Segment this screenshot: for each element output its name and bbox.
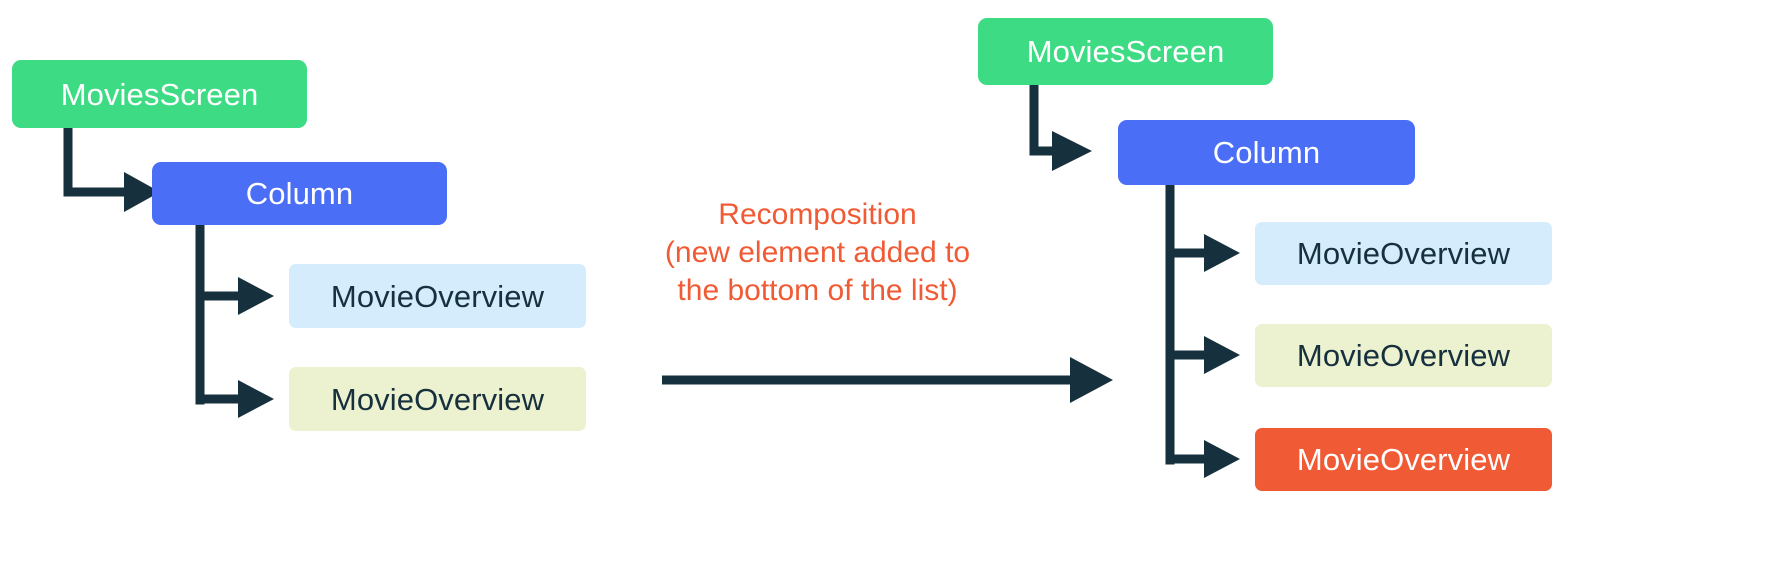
caption-line-1: Recomposition bbox=[718, 198, 917, 231]
recomposition-caption: Recomposition (new element added to the … bbox=[655, 196, 980, 310]
recomposition-arrow bbox=[662, 357, 1113, 403]
after-node-movie-overview-2[interactable]: MovieOverview bbox=[1255, 324, 1552, 387]
before-node-movie-overview-2[interactable]: MovieOverview bbox=[289, 367, 586, 431]
before-node-movie-overview-1[interactable]: MovieOverview bbox=[289, 264, 586, 328]
caption-line-2: (new element added to bbox=[664, 236, 971, 269]
caption-line-3: the bottom of the list) bbox=[677, 274, 958, 307]
after-node-movie-overview-3-new[interactable]: MovieOverview bbox=[1255, 428, 1552, 491]
before-node-column[interactable]: Column bbox=[152, 162, 447, 225]
after-node-movie-overview-1[interactable]: MovieOverview bbox=[1255, 222, 1552, 285]
after-node-movies-screen[interactable]: MoviesScreen bbox=[978, 18, 1273, 85]
after-node-column[interactable]: Column bbox=[1118, 120, 1415, 185]
before-node-movies-screen[interactable]: MoviesScreen bbox=[12, 60, 307, 128]
